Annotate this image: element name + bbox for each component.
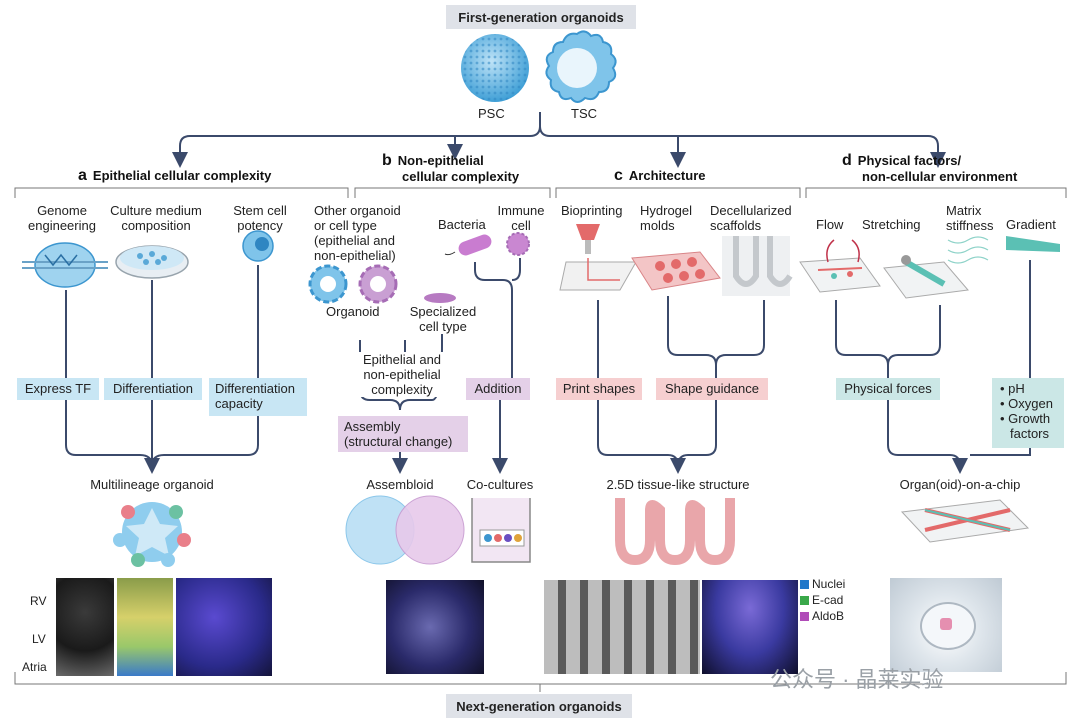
rv-label: RV [30, 594, 47, 608]
bottom-title: Next-generation organoids [446, 694, 632, 718]
hydrogel-molds-icon [631, 251, 721, 291]
complexity-label: Epithelial and non-epithelial complexity [352, 352, 452, 397]
gradient-icon [1006, 236, 1060, 252]
top-connector [172, 112, 946, 168]
stem-cell-icon [242, 230, 274, 262]
a-connectors [65, 265, 259, 474]
culture-dish-icon [115, 245, 189, 279]
bacteria-label: Bacteria [438, 217, 486, 232]
c-connectors [597, 296, 765, 474]
b-other-organoid-label: Other organoid or cell type (epithelial … [314, 203, 401, 263]
addition-box: Addition [466, 378, 530, 400]
d-input-gradient: Gradient [1006, 217, 1056, 232]
section-d-header: d Physical factors/ non-cellular environm… [842, 152, 1017, 185]
section-b-title-line1: Non-epithelial [397, 153, 484, 168]
organoid-label: Organoid [326, 304, 380, 319]
section-c-header: c Architecture [614, 168, 705, 184]
legend-ecad: E-cad [800, 593, 843, 607]
coculture-well-icon [471, 498, 531, 563]
section-c-title: Architecture [628, 168, 706, 183]
matrix-stiffness-icon [947, 236, 989, 264]
psc-label: PSC [478, 106, 505, 121]
organ-on-chip-icon [900, 499, 1030, 543]
organoid-small-icon [308, 264, 348, 304]
d-connectors [835, 260, 1031, 474]
shape-guidance-box: Shape guidance [656, 378, 768, 400]
assembloid-label: Assembloid [366, 477, 434, 492]
physical-forces-box: Physical forces [836, 378, 940, 400]
section-c-letter: c [614, 167, 623, 184]
heart-organoid-stain-photo [176, 578, 272, 676]
tsc-organoid-icon [545, 30, 617, 103]
decellularized-scaffold-icon [722, 236, 793, 296]
sem-scaffold-photo [544, 580, 700, 674]
section-b-title-line2: cellular complexity [402, 169, 520, 184]
section-a-header: a Epithelial cellular complexity [78, 168, 271, 184]
chip-tissue [940, 618, 952, 630]
flow-chip-icon [799, 239, 881, 293]
chip-device-photo [890, 578, 1002, 672]
specialized-cell-icon [424, 293, 456, 303]
section-d-letter: d [842, 152, 852, 169]
psc-organoid-icon [461, 34, 529, 102]
organoid-purple-icon [358, 264, 398, 304]
top-title: First-generation organoids [446, 5, 636, 29]
assembloid-stain-photo [386, 580, 484, 674]
section-b-header: b Non-epithelial cellular complexity [382, 152, 519, 185]
tissue-structure-icon [615, 498, 735, 566]
tissue-structure-label: 2.5D tissue-like structure [606, 477, 750, 492]
section-d-title-line1: Physical factors/ [857, 153, 962, 168]
section-d-title-line2: non-cellular environment [862, 169, 1018, 184]
cocultures-label: Co-cultures [466, 477, 534, 492]
d-input-stretching: Stretching [862, 217, 921, 232]
section-brackets [14, 187, 1067, 692]
bioprinting-icon [559, 224, 637, 291]
express-tf-box: Express TF [17, 378, 99, 400]
c-input-bioprinting: Bioprinting [561, 203, 623, 218]
section-a-letter: a [78, 167, 87, 184]
section-a-title: Epithelial cellular complexity [92, 168, 272, 183]
stretching-chip-icon [883, 255, 969, 299]
assembly-box: Assembly(structural change) [338, 416, 468, 452]
section-b-letter: b [382, 152, 392, 169]
print-shapes-box: Print shapes [556, 378, 642, 400]
immune-cell-icon [506, 232, 530, 256]
factors-box: • pH • Oxygen • Growth factors [992, 378, 1064, 448]
genome-engineering-icon [22, 242, 108, 288]
multilineage-organoid-icon [113, 502, 191, 567]
watermark: 公众号 · 晶莱实验 [770, 667, 944, 692]
atria-label: Atria [22, 660, 47, 674]
lv-label: LV [32, 632, 46, 646]
assembloid-icon [345, 495, 465, 565]
differentiation-box: Differentiation [104, 378, 202, 400]
legend-nuclei-swatch [800, 580, 809, 590]
tissue-stain-photo [702, 580, 798, 674]
d-input-flow: Flow [816, 217, 844, 232]
multilineage-organoid-label: Multilineage organoid [90, 477, 214, 492]
heart-organoid-fluorescence-photo [117, 578, 173, 676]
bacteria-icon [444, 234, 492, 256]
legend-ecad-swatch [800, 596, 809, 606]
organ-on-chip-label: Organ(oid)-on-a-chip [899, 477, 1021, 492]
legend-nuclei: Nuclei [800, 577, 845, 591]
tsc-label: TSC [571, 106, 597, 121]
legend-aldob-swatch [800, 612, 809, 622]
legend-aldob: AldoB [800, 609, 844, 623]
heart-organoid-brightfield-photo [56, 578, 114, 676]
